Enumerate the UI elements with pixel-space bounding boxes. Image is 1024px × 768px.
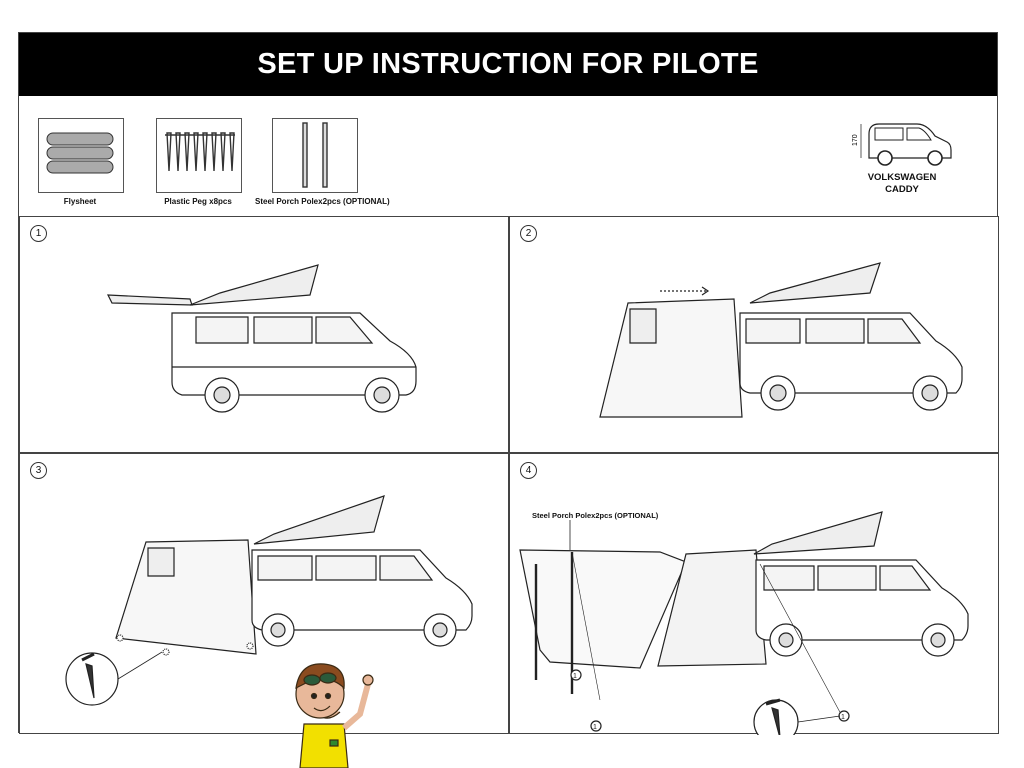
parts-row: Flysheet Plastic Peg x8pcs Steel Porch P xyxy=(19,96,997,217)
porch-pole-callout: Steel Porch Polex2pcs (OPTIONAL) xyxy=(532,511,659,520)
van-open-tailgate-illustration xyxy=(107,264,417,413)
marker-1-c: 1 xyxy=(841,714,845,721)
vehicle-model-line1: VOLKSWAGEN xyxy=(867,172,937,183)
part-label-pole: Steel Porch Polex2pcs (OPTIONAL) xyxy=(255,197,390,206)
marker-1-b: 1 xyxy=(593,724,597,731)
step-4-panel: 4 Steel Porch Polex2pcs (OPTIONAL) xyxy=(509,453,999,735)
step-3-number: 3 xyxy=(30,462,47,479)
part-label-peg: Plastic Peg x8pcs xyxy=(164,197,232,206)
vehicle-model-line2: CADDY xyxy=(885,184,919,195)
instruction-sheet: SET UP INSTRUCTION FOR PILOTE Flysheet P… xyxy=(18,32,999,735)
van-side-icon: 170 xyxy=(852,123,952,166)
tent-with-porch-poles-illustration: 1 1 1 xyxy=(519,511,969,735)
page-title: SET UP INSTRUCTION FOR PILOTE xyxy=(19,33,997,96)
step-4-number: 4 xyxy=(520,462,537,479)
pole-icon xyxy=(272,118,358,193)
tent-pegged-illustration xyxy=(65,495,473,706)
part-label-flysheet: Flysheet xyxy=(63,197,97,206)
flysheet-icon xyxy=(38,118,124,193)
peg-icon xyxy=(156,118,242,193)
mascot-boy-illustration xyxy=(295,663,374,768)
step-1-panel: 1 xyxy=(19,216,509,453)
vehicle-reference: 170 VOLKSWAGEN CADDY xyxy=(847,114,957,204)
step-2-number: 2 xyxy=(520,225,537,242)
step-1-number: 1 xyxy=(30,225,47,242)
marker-1-a: 1 xyxy=(573,673,577,680)
tent-attached-van-illustration xyxy=(599,262,963,418)
vehicle-height-label: 170 xyxy=(852,134,859,146)
step-2-panel: 2 xyxy=(509,216,999,453)
step-3-panel: 3 xyxy=(19,453,509,734)
